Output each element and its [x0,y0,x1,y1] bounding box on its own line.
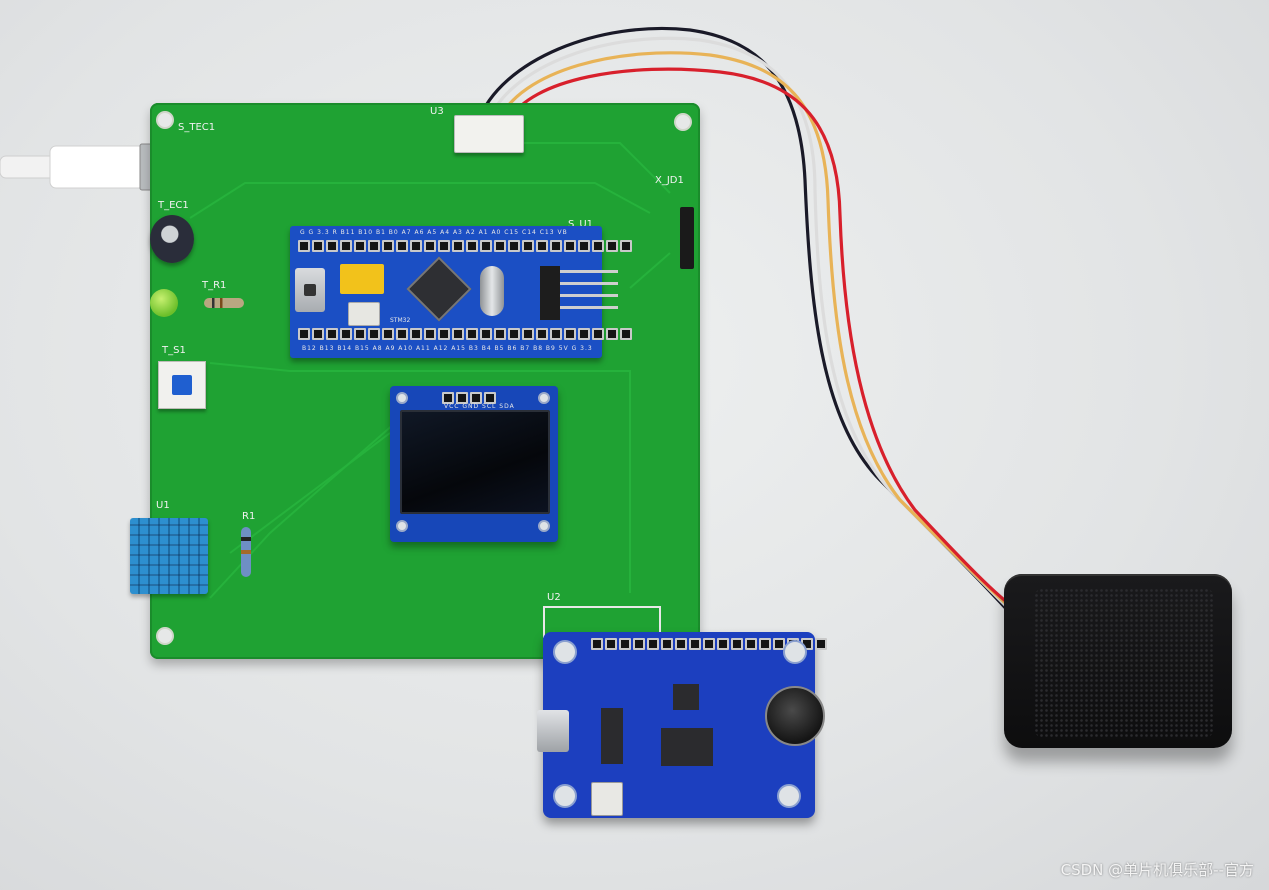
speaker [1004,574,1232,748]
push-button[interactable] [158,361,206,409]
silkscreen-x-jd1: X_JD1 [655,175,684,186]
voice-pin-header [591,638,827,650]
crystal-oscillator [480,266,504,316]
silkscreen-r1: R1 [242,511,256,522]
oled-screen [400,410,550,514]
mounting-hole [553,784,577,808]
ic-chip [601,708,623,764]
oled-pin-labels: VCC GND SCL SDA [444,403,515,410]
bottom-pin-labels: B12 B13 B14 B15 A8 A9 A10 A11 A12 A15 B3… [302,345,593,352]
silkscreen-s-u1: S_U1 [568,219,594,230]
main-pcb: S_TEC1 T_EC1 T_R1 T_S1 U1 R1 U3 X_JD1 S_… [150,103,700,659]
speaker-grill [1034,588,1214,738]
sensor-connector-u3 [454,115,524,153]
stm32-blue-pill-board: G G 3.3 R B11 B10 B1 B0 A7 A6 A5 A4 A3 A… [290,226,632,358]
watermark: CSDN @单片机俱乐部--官方 [1060,861,1254,879]
swd-pins [560,270,618,318]
top-pin-header [298,240,632,252]
u2-footprint [543,606,661,638]
silkscreen-t-r1: T_R1 [202,280,227,291]
mounting-hole [777,784,801,808]
mounting-hole [156,627,174,645]
voice-usb-port[interactable] [537,710,569,752]
bottom-pin-header [298,328,632,340]
green-led [150,289,178,317]
temperature-humidity-sensor [130,518,208,594]
silkscreen-t-ec1: T_EC1 [158,200,189,211]
usb-cable [0,143,152,191]
electrolytic-capacitor [150,215,194,263]
mounting-hole [396,520,408,532]
silkscreen-u1: U1 [156,500,170,511]
microphone [765,686,825,746]
mounting-hole [783,640,807,664]
reset-button[interactable] [348,302,380,326]
microcontroller-chip [406,256,472,322]
micro-usb-port[interactable] [295,268,325,312]
slide-switch[interactable] [591,782,623,816]
silkscreen-t-s1: T_S1 [162,345,186,356]
ic-chip [673,684,699,710]
oled-pin-header [442,392,496,404]
ic-chip [661,728,713,766]
relay-header-x-jd1 [680,207,694,269]
resistor-r1 [241,527,251,577]
silkscreen-u3: U3 [430,106,444,117]
pcb-traces [189,142,671,599]
mounting-hole [396,392,408,404]
swd-header [540,266,560,320]
mounting-hole [538,520,550,532]
chip-label: STM32 [390,317,411,324]
top-pin-labels: G G 3.3 R B11 B10 B1 B0 A7 A6 A5 A4 A3 A… [300,229,568,236]
mounting-hole [674,113,692,131]
voice-recognition-module [537,632,827,818]
resistor [204,298,244,308]
mounting-hole [553,640,577,664]
oled-display-module: VCC GND SCL SDA [390,386,558,542]
mounting-hole [538,392,550,404]
boot-jumpers[interactable] [340,264,384,294]
silkscreen-s-tec1: S_TEC1 [178,122,216,133]
mounting-hole [156,111,174,129]
silkscreen-u2: U2 [547,592,561,603]
